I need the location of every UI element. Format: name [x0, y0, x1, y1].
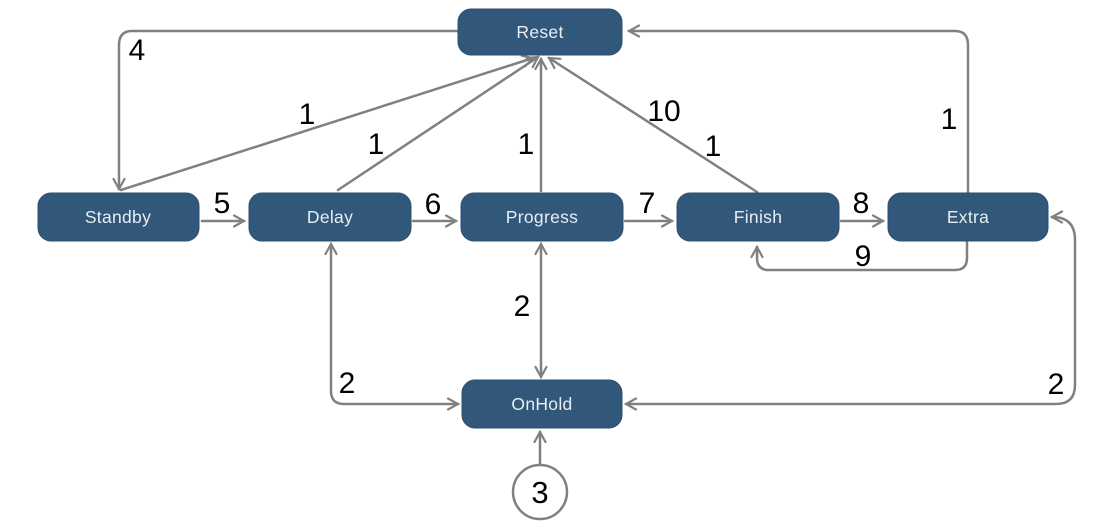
node-layer: Reset Standby Delay Progress Finish Extr…: [37, 8, 1049, 521]
edge-label-progress-finish: 7: [639, 187, 656, 220]
edge-reset-standby: [112, 29, 460, 192]
edge-label-delay-onhold: 2: [339, 367, 356, 400]
edge-label-layer: 4 5 1 6 1 7 1 8 10 1 9 1 2 2 2: [129, 34, 1065, 401]
node-reset-box: [457, 8, 623, 56]
edge-label-extra-onhold: 2: [1048, 368, 1065, 401]
node-delay-box: [248, 192, 412, 242]
start-state-circle: [511, 463, 569, 521]
node-finish-label: Finish: [734, 207, 782, 227]
edge-label-reset-finish: 1: [705, 130, 722, 163]
node-extra-box: [887, 192, 1049, 242]
node-standby: Standby: [37, 192, 200, 242]
edge-delay-reset: [336, 55, 540, 192]
start-state-label: 3: [531, 475, 548, 510]
node-finish: Finish: [676, 192, 840, 242]
node-onhold-label: OnHold: [511, 394, 572, 414]
node-reset: Reset: [457, 8, 623, 56]
node-standby-label: Standby: [85, 207, 151, 227]
node-delay: Delay: [248, 192, 412, 242]
node-progress-box: [460, 192, 624, 242]
edge-label-delay-progress: 6: [425, 188, 442, 221]
edge-standby-reset: [119, 54, 536, 192]
edge-label-progress-onhold: 2: [514, 290, 531, 323]
node-onhold-box: [461, 379, 623, 429]
edge-extra-reset: [626, 24, 970, 194]
node-standby-box: [37, 192, 200, 242]
edge-label-standby-delay: 5: [214, 187, 231, 220]
node-progress-label: Progress: [506, 207, 578, 227]
edge-label-extra-reset: 1: [941, 103, 958, 136]
edge-label-progress-reset: 1: [518, 128, 535, 161]
edge-finish-reset-and-reset-finish: [547, 56, 759, 194]
edge-label-delay-reset: 1: [368, 128, 385, 161]
edge-layer: [112, 24, 1077, 466]
node-finish-box: [676, 192, 840, 242]
edge-label-extra-finish: 9: [855, 240, 872, 273]
node-extra: Extra: [887, 192, 1049, 242]
node-extra-label: Extra: [947, 207, 989, 227]
node-onhold: OnHold: [461, 379, 623, 429]
start-state-marker: 3: [511, 463, 569, 521]
node-reset-label: Reset: [516, 22, 563, 42]
edge-label-reset-standby: 4: [129, 34, 146, 67]
edge-label-finish-extra: 8: [853, 187, 870, 220]
node-progress: Progress: [460, 192, 624, 242]
edge-label-finish-reset: 10: [647, 95, 680, 128]
node-delay-label: Delay: [307, 207, 353, 227]
edge-delay-onhold-bidirectional: [324, 241, 461, 411]
edge-label-standby-reset: 1: [299, 98, 316, 131]
edge-extra-onhold-bidirectional: [623, 210, 1077, 411]
